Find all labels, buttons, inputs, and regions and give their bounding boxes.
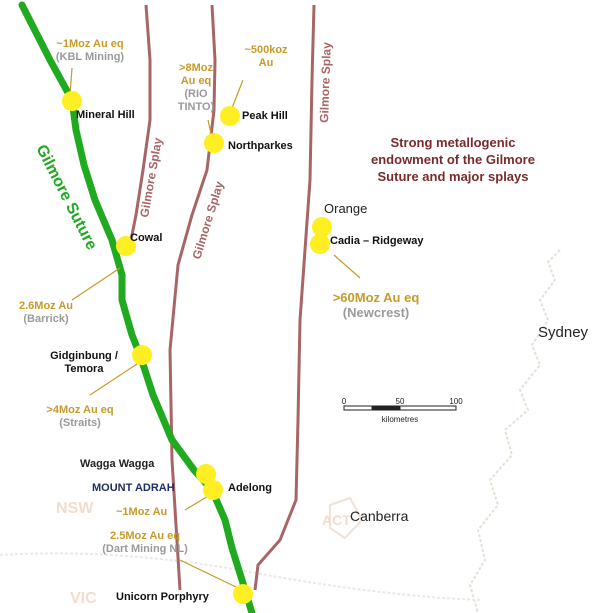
site-northparkes: Northparkes: [228, 140, 293, 152]
suture-label: Gilmore Suture: [32, 142, 100, 253]
gilmore-splay-2: [168, 4, 217, 591]
peak-line1: ~500koz: [244, 44, 288, 56]
endowment-peak: ~500koz Au: [234, 44, 298, 70]
act-border: [329, 496, 364, 540]
scale-unit: kilometres: [382, 415, 418, 424]
deposit-northparkes: [204, 133, 224, 153]
state-act: ACT: [322, 512, 351, 528]
newcrest-owner: (Newcrest): [342, 305, 410, 320]
site-peak-hill: Peak Hill: [242, 110, 288, 122]
site-wagga: Wagga Wagga: [80, 458, 155, 470]
newcrest-amount: >60Moz Au eq: [332, 290, 420, 305]
scale-bar: 0 50 100 kilometres: [342, 397, 463, 424]
city-canberra: Canberra: [350, 508, 409, 524]
scale-tick-0: 0: [342, 397, 347, 406]
rio-owner1: (RIO: [184, 88, 208, 100]
title-line-3: Suture and major splays: [377, 169, 529, 184]
deposit-cadia-2: [310, 234, 330, 254]
site-gidginbung: Gidginbung /: [50, 350, 118, 362]
scale-tick-50: 50: [396, 397, 405, 406]
deposit-unicorn: [233, 584, 253, 604]
site-gidginbung-label: Gidginbung / Temora: [36, 350, 132, 376]
deposit-mount-adrah: [203, 480, 223, 500]
gilmore-suture: [18, 1, 256, 613]
coastline: [468, 249, 561, 613]
state-vic: VIC: [70, 590, 97, 607]
site-orange: Orange: [324, 201, 368, 216]
rio-owner2: TINTO): [177, 101, 215, 113]
dart-owner: (Dart Mining NL): [102, 543, 188, 555]
dart-amount: 2.5Moz Au eq: [110, 530, 180, 542]
endowment-straits: >4Moz Au eq (Straits): [28, 404, 132, 430]
site-cowal: Cowal: [130, 232, 163, 244]
endowment-kbl: ~1Moz Au eq (KBL Mining): [30, 38, 150, 64]
barrick-amount: 2.6Moz Au: [19, 300, 73, 312]
deposit-mineral-hill: [62, 91, 82, 111]
deposits: [62, 91, 332, 604]
endowment-dart: 2.5Moz Au eq (Dart Mining NL): [80, 530, 210, 556]
site-temora: Temora: [64, 363, 104, 375]
endowment-newcrest: >60Moz Au eq (Newcrest): [318, 290, 434, 320]
barrick-owner: (Barrick): [23, 313, 69, 325]
endowment-barrick: 2.6Moz Au (Barrick): [4, 300, 88, 326]
title-line-1: Strong metallogenic: [390, 135, 516, 150]
straits-amount: >4Moz Au eq: [46, 404, 114, 416]
site-mineral-hill: Mineral Hill: [76, 109, 135, 121]
endowment-rio: >8Moz Au eq (RIO TINTO): [166, 62, 226, 114]
state-border: [0, 552, 481, 601]
map-title: Strong metallogenic endowment of the Gil…: [348, 134, 558, 185]
scale-tick-100: 100: [449, 397, 463, 406]
gilmore-splay-1: [126, 4, 152, 256]
site-adelong: Adelong: [228, 482, 272, 494]
site-unicorn: Unicorn Porphyry: [116, 591, 209, 603]
rio-line1: >8Moz: [179, 62, 213, 74]
rio-line2: Au eq: [180, 75, 212, 87]
adrah-amount: ~1Moz Au: [116, 506, 168, 518]
deposit-gidginbung: [132, 345, 152, 365]
site-mount-adrah: MOUNT ADRAH: [92, 482, 175, 494]
splay-label-3: Gilmore Splay: [317, 42, 334, 123]
gilmore-splay-3: [253, 4, 316, 591]
leader-lines: [69, 67, 361, 589]
deposit-cowal: [116, 236, 136, 256]
site-cadia: Cadia – Ridgeway: [330, 235, 424, 247]
deposit-peak-hill: [220, 106, 240, 126]
kbl-owner: (KBL Mining): [55, 51, 125, 63]
kbl-amount: ~1Moz Au eq: [56, 38, 124, 50]
splay-label-2: Gilmore Splay: [189, 179, 226, 261]
title-line-2: endowment of the Gilmore: [371, 152, 535, 167]
deposit-wagga: [196, 464, 216, 484]
state-nsw: NSW: [56, 500, 94, 517]
peak-line2: Au: [258, 57, 274, 69]
deposit-cadia-1: [312, 217, 332, 237]
city-sydney: Sydney: [538, 324, 589, 341]
straits-owner: (Straits): [59, 417, 101, 429]
